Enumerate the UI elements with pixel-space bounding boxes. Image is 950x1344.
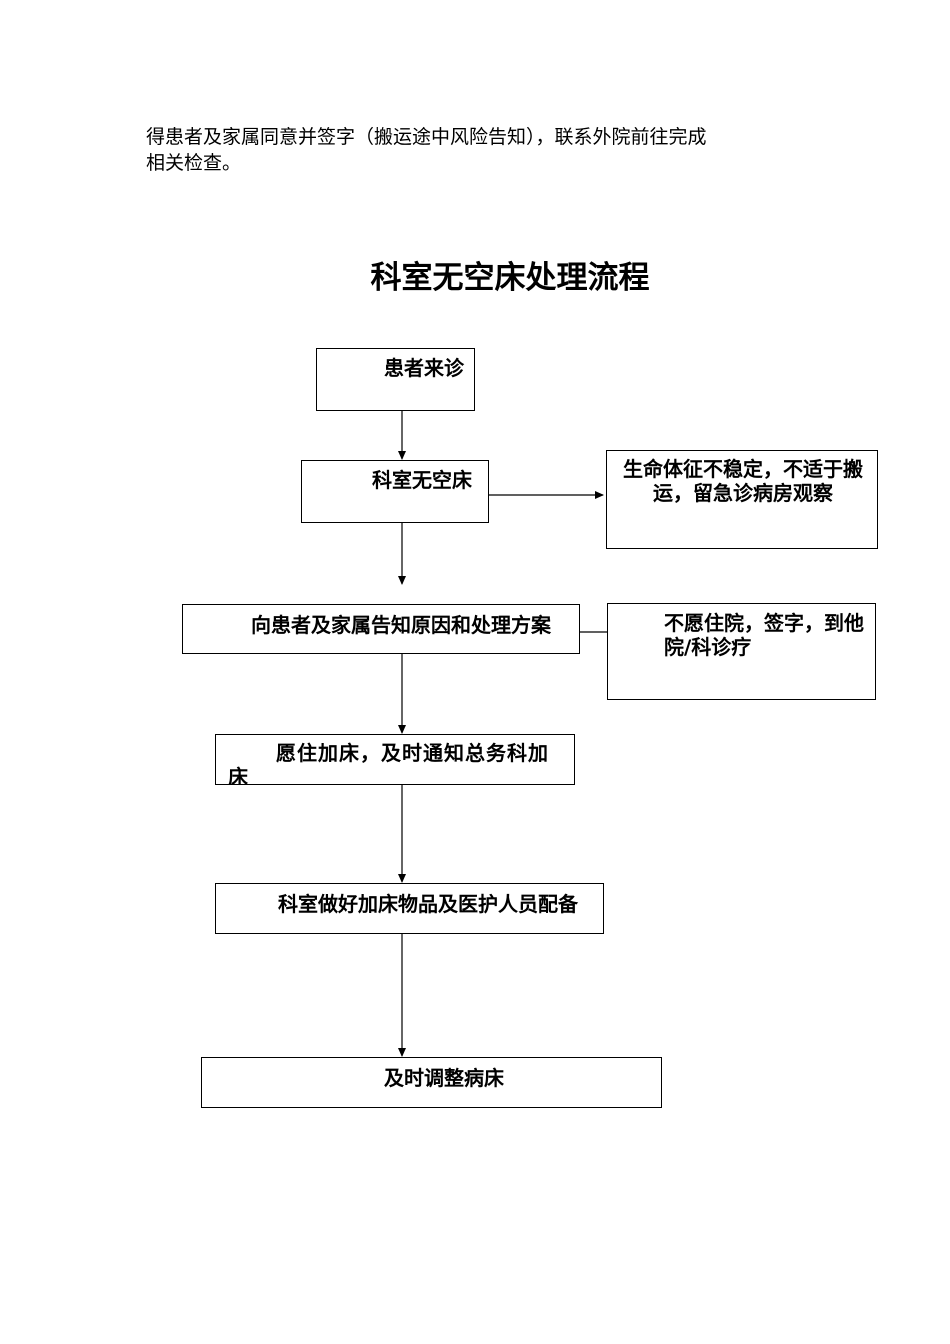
step-add-bed: 愿住加床，及时通知总务科加床: [215, 734, 575, 785]
page-title: 科室无空床处理流程: [370, 260, 650, 296]
step-adjust-beds-label: 及时调整病床: [384, 1066, 504, 1090]
step-unstable-vitals: 生命体征不稳定，不适于搬运，留急诊病房观察: [606, 450, 878, 549]
step-refuse-admission: 不愿住院，签字，到他院/科诊疗: [607, 603, 876, 700]
step-inform-family-label: 向患者及家属告知原因和处理方案: [251, 613, 551, 637]
step-no-empty-bed: 科室无空床: [301, 460, 489, 523]
intro-paragraph: 得患者及家属同意并签字（搬运途中风险告知），联系外院前往完成 相关检查。: [146, 124, 826, 176]
step-unstable-vitals-label: 生命体征不稳定，不适于搬运，留急诊病房观察: [623, 457, 863, 505]
intro-line-1: 得患者及家属同意并签字（搬运途中风险告知），联系外院前往完成: [146, 126, 707, 148]
step-adjust-beds: 及时调整病床: [201, 1057, 662, 1108]
step-patient-arrives: 患者来诊: [316, 348, 475, 411]
intro-line-2: 相关检查。: [146, 152, 242, 174]
step-prepare-bed-label: 科室做好加床物品及医护人员配备: [278, 892, 578, 916]
step-add-bed-label: 愿住加床，及时通知总务科加床: [228, 741, 549, 785]
step-prepare-bed: 科室做好加床物品及医护人员配备: [215, 883, 604, 934]
step-patient-arrives-label: 患者来诊: [384, 356, 464, 380]
step-inform-family: 向患者及家属告知原因和处理方案: [182, 604, 580, 654]
step-refuse-admission-label: 不愿住院，签字，到他院/科诊疗: [664, 611, 864, 659]
step-no-empty-bed-label: 科室无空床: [372, 468, 472, 492]
